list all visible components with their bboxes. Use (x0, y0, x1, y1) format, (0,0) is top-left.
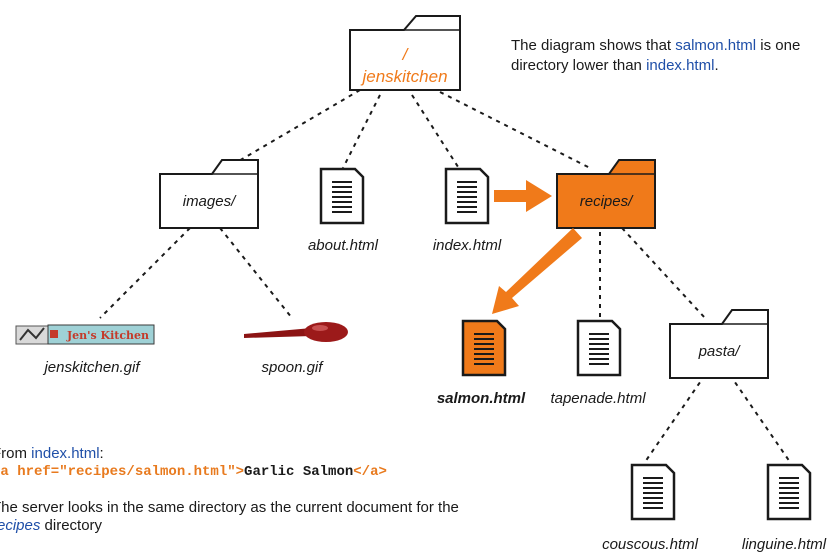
connector-pasta-linguine (729, 374, 791, 463)
server-note-dir: recipes (0, 517, 41, 534)
connector-pasta-couscous (644, 374, 706, 463)
connector-root-index (411, 94, 461, 171)
caption-text: . (714, 57, 719, 74)
code-example: <a href="recipes/salmon.html">Garlic Sal… (0, 463, 632, 481)
folder-pasta: pasta/ (669, 309, 769, 379)
tapenade-file-label: tapenade.html (550, 390, 646, 407)
server-note-text: The server looks in the same directory a… (0, 499, 459, 516)
file-tapenade (576, 319, 622, 377)
folder-jenskitchen: / jenskitchen (349, 15, 461, 91)
caption-link-index: index.html (646, 57, 715, 74)
jenskitchen-gif-label: jenskitchen.gif (42, 359, 141, 376)
root-slash-label: / (402, 45, 410, 64)
about-file-label: about.html (308, 237, 379, 254)
spoon-image (244, 322, 348, 342)
connector-root-about (342, 94, 381, 169)
caption-link-salmon: salmon.html (675, 37, 757, 54)
tree-connectors (99, 89, 791, 463)
spoon-gif-label: spoon.gif (262, 359, 325, 376)
arrow-index-to-recipes (494, 180, 552, 212)
root-name-label: jenskitchen (360, 67, 447, 86)
code-link-text: Garlic Salmon (244, 464, 354, 480)
folder-recipes: recipes/ (556, 159, 656, 229)
from-line: From index.html: (0, 445, 632, 463)
code-open-tag: <a href="recipes/salmon.html"> (0, 464, 245, 480)
diagram-caption: The diagram shows that salmon.html is on… (511, 36, 821, 76)
server-note-line2: recipes directory (0, 517, 632, 535)
from-link-index: index.html (31, 445, 100, 462)
file-salmon (461, 319, 507, 377)
file-about (319, 167, 365, 225)
index-file-label: index.html (433, 237, 502, 254)
caption-text: is one directory lower than (511, 37, 801, 74)
pasta-folder-label: pasta/ (698, 343, 742, 360)
connector-images-spoon (219, 227, 293, 319)
jenskitchen-logo-image: Jen's Kitchen (15, 324, 155, 345)
recipes-folder-label: recipes/ (580, 193, 634, 210)
server-note-suffix: directory (40, 517, 103, 534)
explanation-block: From index.html: <a href="recipes/salmon… (0, 445, 632, 535)
images-folder-label: images/ (183, 193, 237, 210)
linguine-file-label: linguine.html (742, 536, 827, 553)
caption-text: The diagram shows that (511, 37, 676, 54)
from-prefix: From (0, 445, 27, 462)
connector-root-images (214, 89, 361, 176)
folder-images: images/ (159, 159, 259, 229)
file-couscous (630, 463, 676, 521)
couscous-file-label: couscous.html (602, 536, 699, 553)
connector-images-logo (99, 227, 191, 319)
connector-root-recipes (439, 91, 591, 169)
file-linguine (766, 463, 812, 521)
server-note: The server looks in the same directory a… (0, 499, 632, 517)
from-suffix: : (99, 445, 104, 462)
file-index (444, 167, 490, 225)
spoon-bowl (304, 322, 348, 342)
connector-recipes-pasta (621, 227, 706, 319)
salmon-file-label: salmon.html (437, 390, 526, 407)
logo-text: Jen's Kitchen (66, 329, 149, 342)
arrow-recipes-to-salmon (492, 228, 582, 314)
code-close-tag: </a> (353, 464, 387, 480)
